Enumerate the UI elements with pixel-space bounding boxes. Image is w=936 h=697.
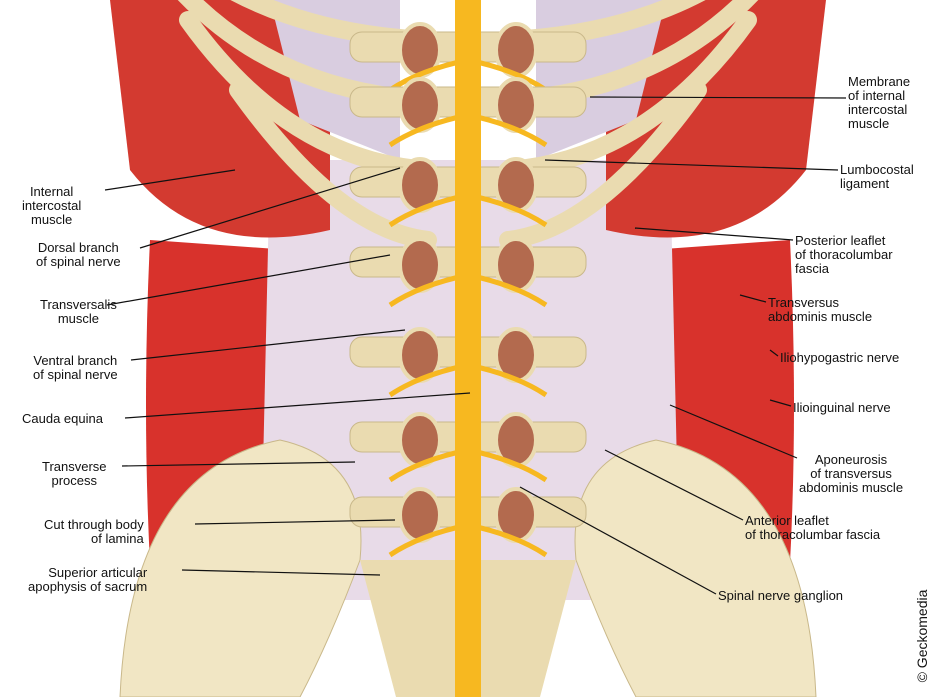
rib bbox=[499, 81, 707, 249]
leader-line bbox=[124, 392, 471, 419]
leader-line bbox=[106, 254, 391, 306]
rib bbox=[499, 11, 757, 179]
label-line: Dorsal branch bbox=[37, 240, 119, 255]
label-line: Transverse bbox=[42, 459, 107, 474]
label-line: Anterior leaflet bbox=[745, 513, 829, 528]
label-line: intercostal bbox=[848, 102, 908, 117]
leader-line bbox=[181, 569, 381, 576]
label-line: of internal bbox=[848, 88, 906, 103]
leader-line bbox=[519, 486, 717, 595]
label-line: Aponeurosis bbox=[814, 452, 888, 467]
leader-line bbox=[544, 159, 839, 171]
leader-line bbox=[139, 167, 401, 249]
label-line: abdominis muscle bbox=[768, 309, 873, 324]
label-line: of lamina bbox=[90, 531, 144, 546]
label-line: Transversalis bbox=[40, 297, 117, 312]
label-line: Posterior leaflet bbox=[795, 233, 886, 248]
leader-line bbox=[669, 404, 798, 459]
copyright: © Geckomedia bbox=[914, 589, 930, 683]
label-line: of transversus bbox=[810, 466, 892, 481]
right-iliac-bone bbox=[574, 439, 817, 697]
label-line: muscle bbox=[848, 116, 890, 131]
label-line: process bbox=[51, 473, 98, 488]
label-line: apophysis of sacrum bbox=[28, 579, 148, 594]
label-line: Superior articular bbox=[48, 565, 148, 580]
rib bbox=[229, 81, 437, 249]
label-line: muscle bbox=[57, 311, 99, 326]
label-line: Transversus bbox=[768, 295, 840, 310]
label-line: Cut through body bbox=[44, 517, 144, 532]
label-line: of spinal nerve bbox=[33, 367, 118, 382]
label-line: Lumbocostal bbox=[840, 162, 914, 177]
label-line: Ilioinguinal nerve bbox=[793, 400, 891, 415]
label-cauda-equina: Cauda equina bbox=[22, 412, 103, 426]
label-ilioinguinal-nerve: Ilioinguinal nerve bbox=[793, 401, 891, 415]
leader-line bbox=[769, 399, 792, 407]
leader-line bbox=[769, 349, 779, 357]
leader-line bbox=[121, 461, 356, 467]
label-iliohypogastric-nerve: Iliohypogastric nerve bbox=[780, 351, 899, 365]
left-iliac-bone bbox=[119, 439, 362, 697]
label-line: of thoracolumbar fascia bbox=[745, 527, 881, 542]
label-line: Membrane bbox=[848, 74, 911, 89]
label-line: Ventral branch bbox=[33, 353, 118, 368]
leader-line bbox=[604, 449, 744, 521]
label-line: of thoracolumbar bbox=[795, 247, 893, 262]
label-line: muscle bbox=[31, 212, 73, 227]
label-line: ligament bbox=[840, 176, 890, 191]
label-line: Cauda equina bbox=[22, 411, 103, 426]
leader-line bbox=[130, 329, 406, 361]
label-line: of spinal nerve bbox=[36, 254, 121, 269]
label-line: fascia bbox=[795, 261, 829, 276]
label-line: intercostal bbox=[22, 198, 82, 213]
leader-line bbox=[104, 169, 236, 191]
leader-line bbox=[194, 519, 396, 525]
spinal-cord bbox=[455, 0, 481, 697]
leader-line bbox=[589, 96, 847, 99]
leader-lines bbox=[104, 96, 847, 595]
label-line: abdominis muscle bbox=[799, 480, 904, 495]
leader-line bbox=[634, 227, 794, 241]
label-line: Internal bbox=[29, 184, 74, 199]
label-line: Spinal nerve ganglion bbox=[718, 588, 844, 603]
label-spinal-nerve-ganglion: Spinal nerve ganglion bbox=[718, 589, 843, 603]
label-line: Iliohypogastric nerve bbox=[780, 350, 900, 365]
leader-line bbox=[739, 294, 767, 303]
rib bbox=[179, 11, 437, 179]
